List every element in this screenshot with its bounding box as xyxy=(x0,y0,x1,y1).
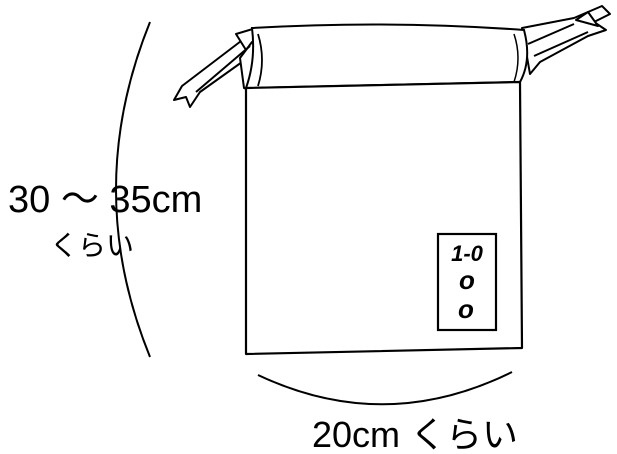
height-label-suffix: くらい xyxy=(50,230,134,261)
name-tag xyxy=(436,232,498,332)
width-label: 20cm くらい xyxy=(312,414,518,454)
name-tag-line1: 1-0 xyxy=(451,241,484,266)
name-tag-line2: o xyxy=(459,265,475,295)
name-tag-line3: o xyxy=(458,294,474,324)
width-arc xyxy=(257,371,513,406)
ruffle-fold-right xyxy=(513,33,519,83)
bag-top-ruffle xyxy=(244,23,529,90)
height-arc xyxy=(115,21,151,358)
ruffle-fold xyxy=(257,33,263,87)
height-label: 30 ～ 35cm xyxy=(8,179,202,221)
right-drawstring xyxy=(521,5,611,75)
